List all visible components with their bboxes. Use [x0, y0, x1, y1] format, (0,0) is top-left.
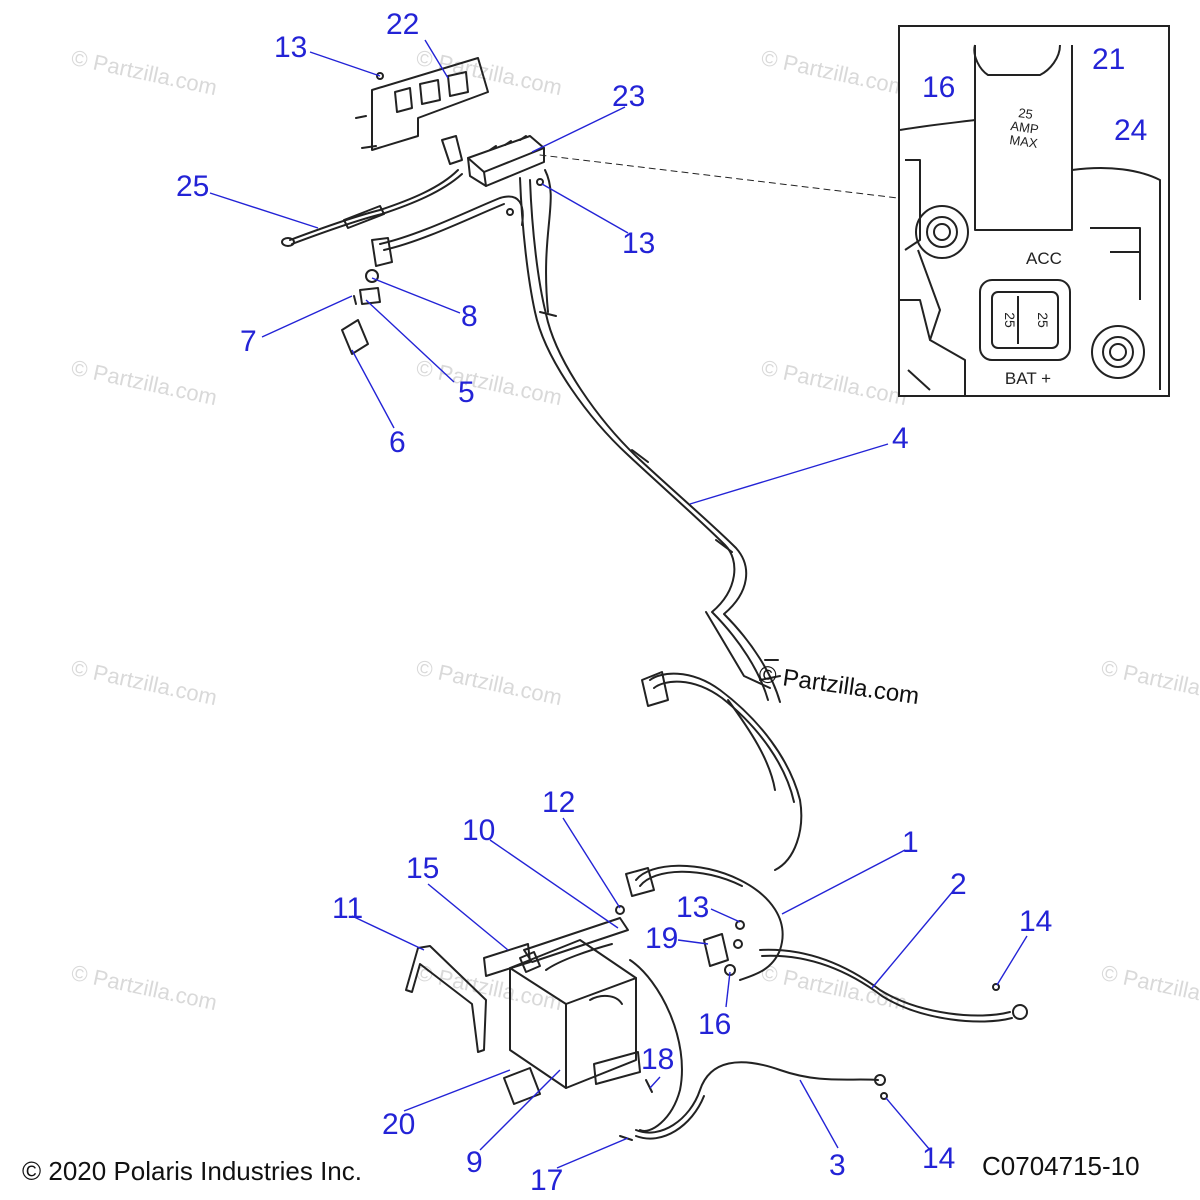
cable-1 — [625, 864, 784, 981]
callout-15: 15 — [406, 852, 440, 885]
callout-14: 14 — [922, 1142, 956, 1175]
bolt-13b — [733, 939, 743, 949]
bracket-11 — [405, 945, 487, 1053]
callout-20: 20 — [382, 1108, 416, 1141]
relay-19 — [703, 933, 729, 967]
detail-inset — [898, 25, 1170, 397]
fuse-rating-text: 25 — [1017, 105, 1033, 122]
harness-25 — [281, 135, 463, 247]
bolt-13-mid-b — [506, 208, 514, 216]
callout-22: 22 — [386, 8, 420, 41]
callout-5: 5 — [458, 376, 475, 409]
callout-16: 16 — [698, 1008, 732, 1041]
drawing-number: C0704715-10 — [982, 1151, 1140, 1181]
callout-12: 12 — [542, 786, 576, 819]
callout-21: 21 — [1092, 43, 1126, 76]
callout-14: 14 — [1019, 905, 1053, 938]
fuse-block-23 — [467, 135, 545, 187]
acc-terminal-label: ACC — [1026, 249, 1062, 268]
bat-terminal-label: BAT + — [1005, 369, 1051, 388]
callout-17: 17 — [530, 1164, 564, 1197]
bolt-12 — [615, 905, 625, 915]
fuse-amp-text: AMP — [1010, 118, 1040, 137]
callout-13: 13 — [274, 31, 308, 64]
cable-3 — [629, 959, 886, 1140]
fuse-max-text: MAX — [1009, 132, 1039, 151]
nut-14a — [992, 983, 1000, 991]
bolt-13 — [735, 920, 745, 930]
callout-25: 25 — [176, 170, 210, 203]
bolt-13-top — [376, 72, 384, 80]
callout-8: 8 — [461, 300, 478, 333]
screw-17 — [619, 1135, 633, 1141]
bracket-22 — [355, 57, 489, 151]
battery-9 — [509, 939, 637, 1089]
bolt-13-mid — [536, 178, 544, 186]
cable-2 — [759, 948, 1028, 1023]
screw-18 — [645, 1079, 653, 1093]
leader-lines — [209, 39, 1028, 1169]
callout-11: 11 — [332, 892, 364, 925]
callout-23: 23 — [612, 80, 646, 113]
pad-18 — [593, 1051, 641, 1085]
callout-4: 4 — [892, 422, 909, 455]
callout-18: 18 — [641, 1043, 675, 1076]
clips-5-8 — [341, 269, 381, 355]
callout-2: 2 — [950, 868, 967, 901]
callout-7: 7 — [240, 325, 257, 358]
copyright-text: © 2020 Polaris Industries Inc. — [22, 1156, 362, 1186]
callout-3: 3 — [829, 1149, 846, 1182]
callout-13: 13 — [622, 227, 656, 260]
callout-19: 19 — [645, 922, 679, 955]
callout-10: 10 — [462, 814, 496, 847]
fuse-label-left: 25 — [1002, 312, 1018, 328]
pad-20 — [503, 1067, 541, 1105]
nut-14b — [880, 1092, 888, 1100]
cable-4 — [371, 169, 803, 871]
callout-13: 13 — [676, 891, 710, 924]
callout-24: 24 — [1114, 114, 1148, 147]
pad-15 — [483, 943, 531, 977]
fuse-label-right: 25 — [1035, 312, 1051, 328]
callout-6: 6 — [389, 426, 406, 459]
callout-9: 9 — [466, 1146, 483, 1179]
callout-1: 1 — [902, 826, 919, 859]
callout-16: 16 — [922, 71, 956, 104]
